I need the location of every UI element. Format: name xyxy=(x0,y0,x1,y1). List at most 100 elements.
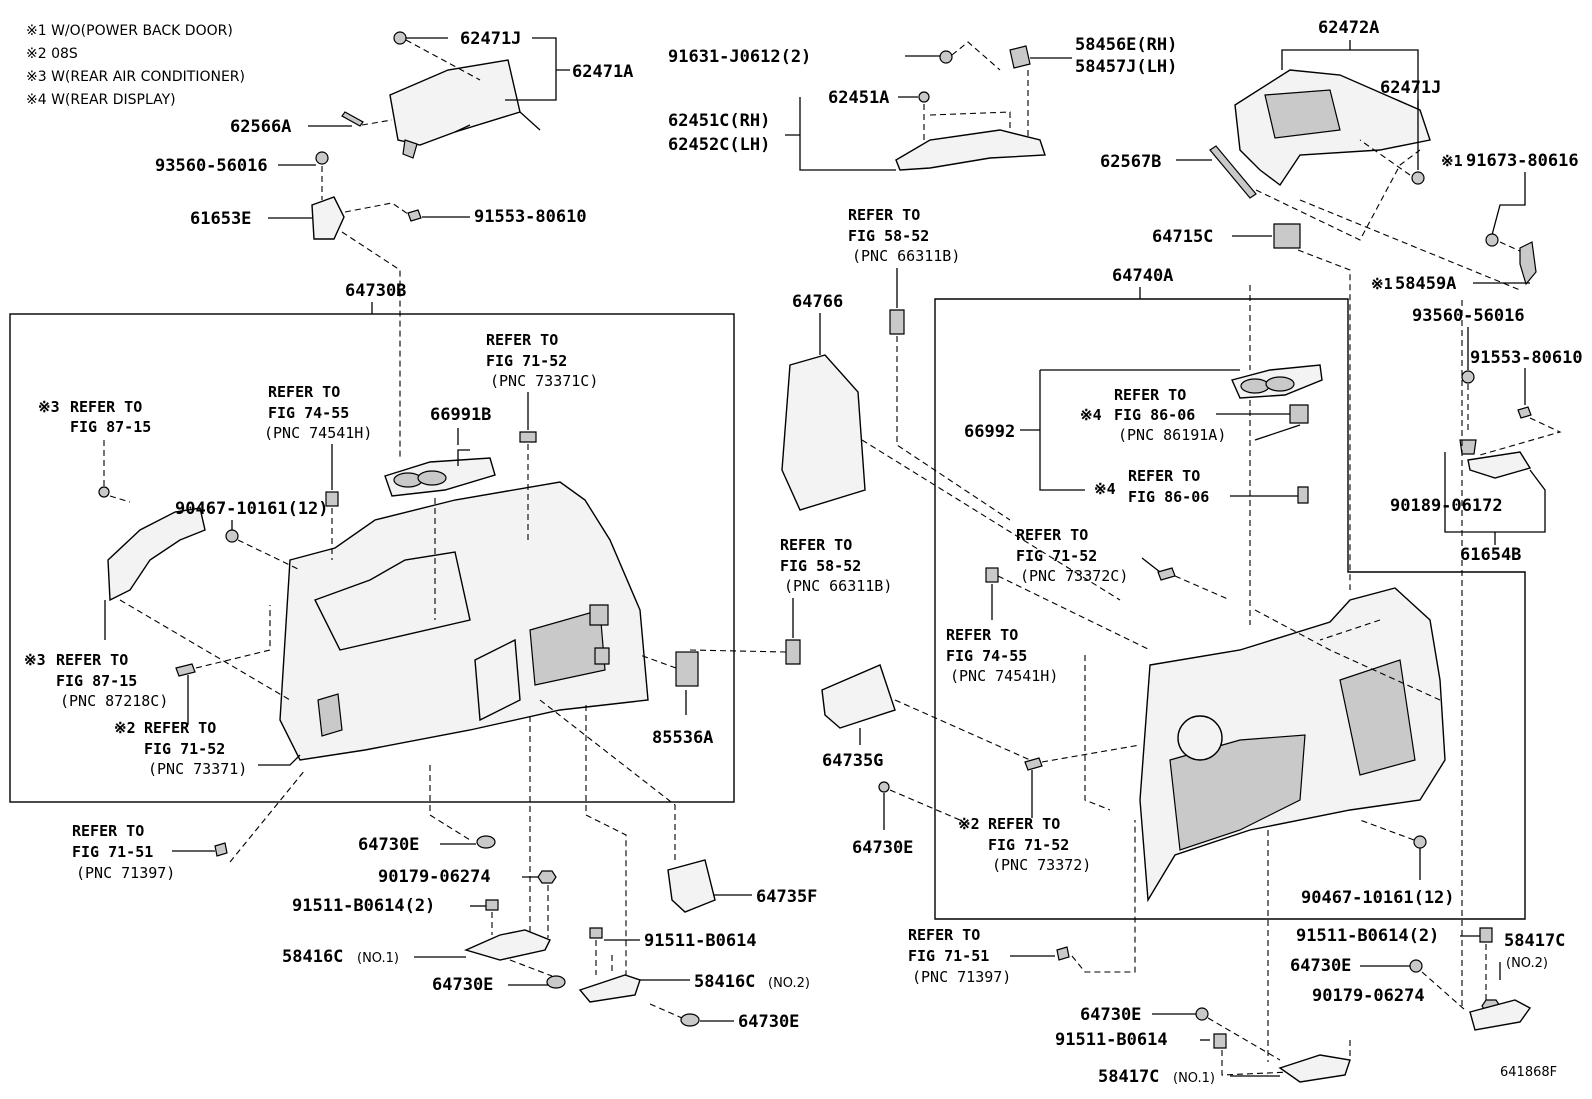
notes-legend: ※1 W/O(POWER BACK DOOR) ※2 08S ※3 W(REAR… xyxy=(26,23,245,108)
clip-93560-shape xyxy=(315,151,329,165)
mark-4b: ※4 xyxy=(1094,480,1116,498)
label-91511-c: 91511-B0614(2) xyxy=(1296,926,1439,946)
clip-62471A-shape xyxy=(402,139,418,159)
ref-block-4: ※3 REFER TO FIG 87-15 (PNC 87218C) xyxy=(24,651,168,710)
ref-block-13: ※2 REFER TO FIG 71-52 (PNC 73372) xyxy=(958,815,1091,874)
quarter-trim-64740A xyxy=(1139,587,1446,903)
mark-1a: ※1 xyxy=(1441,152,1463,170)
ref-5-line-c: (PNC 73371) xyxy=(148,760,247,778)
clip-64730E-a-shape xyxy=(476,835,496,849)
bracket-58416C1-shape xyxy=(463,929,551,961)
label-64715C: 64715C xyxy=(1152,227,1213,247)
mark-2a: ※2 xyxy=(114,719,136,737)
label-66991B: 66991B xyxy=(430,405,491,425)
ref-11-line-a: REFER TO xyxy=(1016,526,1088,544)
duct-87-15-shape xyxy=(107,507,206,602)
clip-64730E-b-shape xyxy=(546,975,566,989)
note-3: ※3 W(REAR AIR CONDITIONER) xyxy=(26,69,245,85)
cover-64735F-shape xyxy=(667,859,716,913)
label-58417C2: 58417C xyxy=(1504,931,1565,951)
label-62451A: 62451A xyxy=(828,88,889,108)
bolt-91511-b-shape xyxy=(589,927,603,939)
label-62471J-b: 62471J xyxy=(1380,78,1441,98)
ref-block-10: ※4 REFER TO FIG 86-06 xyxy=(1094,467,1209,506)
quarter-trim-grille xyxy=(529,609,606,686)
clip-74541H-b-shape xyxy=(985,567,999,583)
bolt-86-06-shape xyxy=(1297,486,1309,504)
ref-2-line-c: (PNC 74541H) xyxy=(264,424,372,442)
label-90179-a: 90179-06274 xyxy=(378,867,491,887)
label-64730E-f: 64730E xyxy=(1080,1005,1141,1025)
label-62452C: 62452C(LH) xyxy=(668,135,770,155)
ref-4-line-b: FIG 87-15 xyxy=(56,672,137,690)
quarter-trim-pocket xyxy=(314,551,471,651)
label-90189: 90189-06172 xyxy=(1390,496,1503,516)
seal-64766-shape xyxy=(781,354,866,511)
ref-9-line-a: REFER TO xyxy=(1114,386,1186,404)
clip-66311B-b-shape xyxy=(785,639,801,665)
ref-13-line-c: (PNC 73372) xyxy=(992,856,1091,874)
ref-5-line-a: REFER TO xyxy=(144,719,216,737)
cup-holder-66991B: 66991B xyxy=(384,405,496,620)
quarter-trim-right-cover xyxy=(1339,659,1416,776)
label-64730E-b: 64730E xyxy=(432,975,493,995)
label-64740A: 64740A xyxy=(1112,266,1173,286)
label-90467-a: 90467-10161(12) xyxy=(175,499,329,519)
label-91631: 91631-J0612(2) xyxy=(668,47,811,67)
label-62451C: 62451C(RH) xyxy=(668,111,770,131)
label-93560-b: 93560-56016 xyxy=(1412,306,1525,326)
ref-block-3: REFER TO FIG 71-52 (PNC 73371C) xyxy=(486,331,598,390)
ref-12-line-b: FIG 74-55 xyxy=(946,647,1027,665)
ref-14-line-b: FIG 71-51 xyxy=(908,947,989,965)
ref-13-line-b: FIG 71-52 xyxy=(988,836,1069,854)
label-64730B: 64730B xyxy=(345,281,406,301)
part-62567B-shape xyxy=(1209,145,1257,199)
ref-7-line-b: FIG 58-52 xyxy=(848,227,929,245)
clip-73371C-shape xyxy=(519,431,537,443)
mark-3a: ※3 xyxy=(38,398,60,416)
ref-12-line-c: (PNC 74541H) xyxy=(950,667,1058,685)
label-62567B: 62567B xyxy=(1100,152,1161,172)
ref-14-line-a: REFER TO xyxy=(908,926,980,944)
label-91673: 91673-80616 xyxy=(1466,151,1579,171)
garnish-62451C-shape xyxy=(895,129,1046,171)
label-91511-a: 91511-B0614(2) xyxy=(292,896,435,916)
ref-9-line-b: FIG 86-06 xyxy=(1114,406,1195,424)
bolt-91553-shape xyxy=(407,209,422,222)
label-62471A: 62471A xyxy=(572,62,633,82)
ref-8-line-a: REFER TO xyxy=(780,536,852,554)
bolt-91511-d-shape xyxy=(1213,1033,1227,1049)
ref-5-line-b: FIG 71-52 xyxy=(144,740,225,758)
label-85536A: 85536A xyxy=(652,728,713,748)
ref-14-line-c: (PNC 71397) xyxy=(912,968,1011,986)
clip-87218C-shape xyxy=(175,663,196,677)
note-4: ※4 W(REAR DISPLAY) xyxy=(26,92,176,108)
figure-id: 641868F xyxy=(1500,1065,1557,1080)
clip-93560-b-shape xyxy=(1461,370,1475,384)
ref-block-7: REFER TO FIG 58-52 (PNC 66311B) xyxy=(848,206,960,265)
cover-64735G-shape xyxy=(821,664,896,729)
mark-1b: ※1 xyxy=(1371,275,1393,293)
quarter-trim-switch xyxy=(589,604,610,665)
ref-block-6: REFER TO FIG 71-51 (PNC 71397) xyxy=(72,822,175,882)
bracket-58417C2-shape xyxy=(1469,999,1532,1031)
label-64730E-e: 64730E xyxy=(1290,956,1351,976)
label-58416C1-sub: (NO.1) xyxy=(357,951,399,966)
ref-1-line-b: FIG 87-15 xyxy=(70,418,151,436)
ref-8-line-c: (PNC 66311B) xyxy=(784,577,892,595)
ref-block-14: REFER TO FIG 71-51 (PNC 71397) xyxy=(908,926,1011,986)
label-91511-d: 91511-B0614 xyxy=(1055,1030,1168,1050)
label-62472A: 62472A xyxy=(1318,18,1379,38)
ref-4-line-a: REFER TO xyxy=(56,651,128,669)
trim-62471A-shape xyxy=(389,59,521,146)
clip-62471J-b-shape xyxy=(1411,171,1425,185)
clip-74541H-shape xyxy=(325,491,339,507)
bracket-58416C2-shape xyxy=(578,974,641,1003)
label-64730E-d: 64730E xyxy=(852,838,913,858)
ref-9-line-c: (PNC 86191A) xyxy=(1118,426,1226,444)
mark-3b: ※3 xyxy=(24,651,46,669)
clip-91631-shape xyxy=(939,50,953,64)
ref-11-line-c: (PNC 73372C) xyxy=(1020,567,1128,585)
clip-90189-a-shape xyxy=(1459,439,1477,455)
clip-64730E-e-shape xyxy=(1409,959,1423,973)
